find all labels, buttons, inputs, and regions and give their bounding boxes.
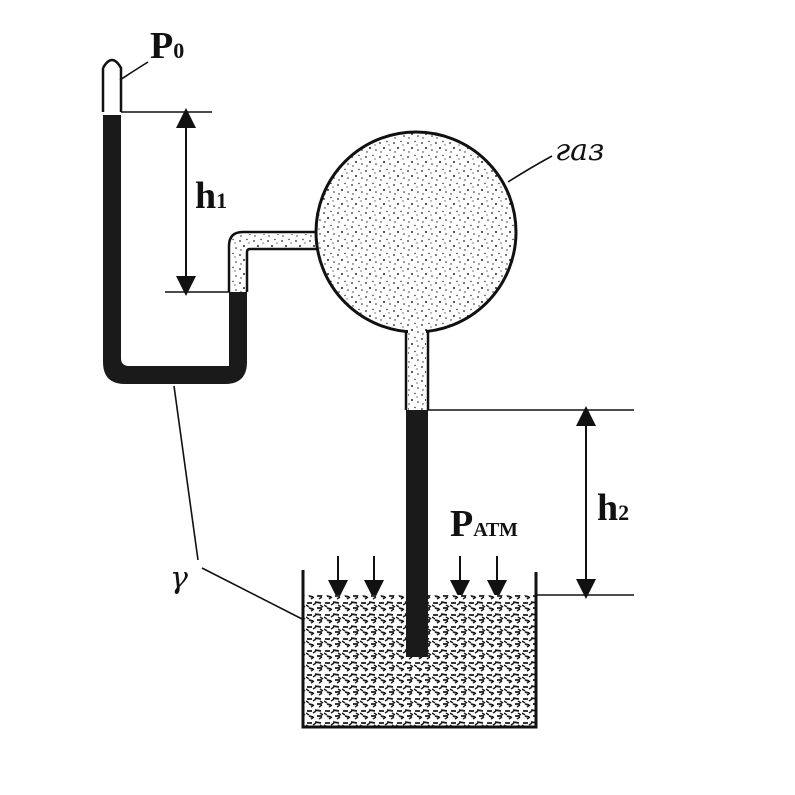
vessel-walls: [301, 570, 538, 729]
gas-vessel: газ: [314, 130, 604, 410]
h1-dimension: h1: [121, 108, 229, 296]
h2-label-main: h: [597, 487, 618, 529]
u-tube-right-branch: [227, 230, 320, 292]
u-tube-gas-fill: [231, 234, 320, 292]
h1-label-sub: 1: [216, 188, 227, 213]
gamma-group: γ: [170, 385, 305, 621]
vertical-liquid-column-submerged: [406, 595, 428, 657]
u-tube-manometer: [101, 58, 320, 384]
p0-label: P0: [150, 25, 184, 67]
gamma-label: γ: [170, 561, 188, 596]
patm-label: PАТМ: [450, 503, 518, 545]
left-tube-outline: [101, 58, 123, 112]
gas-leader-line: [507, 155, 553, 183]
h2-dimension: h2: [428, 406, 634, 599]
p0-label-sub: 0: [173, 38, 184, 63]
gamma-leader-to-utube: [173, 385, 199, 561]
patm-label-sub: АТМ: [473, 519, 518, 541]
h2-label: h2: [597, 487, 629, 529]
gamma-leader-to-vessel: [201, 567, 305, 621]
p0-label-main: P: [150, 25, 173, 67]
gas-sphere: [314, 130, 518, 334]
patm-label-main: P: [450, 503, 473, 545]
p0-group: P0: [119, 25, 184, 81]
gas-label: газ: [555, 133, 604, 168]
p0-leader-line: [119, 61, 149, 81]
vertical-liquid-column: [406, 410, 428, 656]
h1-label-main: h: [195, 175, 216, 217]
liquid-vessel: [301, 570, 538, 729]
h1-label: h1: [195, 175, 227, 217]
gas-neck-fill: [408, 330, 426, 410]
gas-neck-tube: [404, 330, 430, 410]
atmosphere-arrows: [328, 556, 507, 600]
h2-label-sub: 2: [618, 500, 629, 525]
u-tube-liquid: [103, 115, 247, 384]
